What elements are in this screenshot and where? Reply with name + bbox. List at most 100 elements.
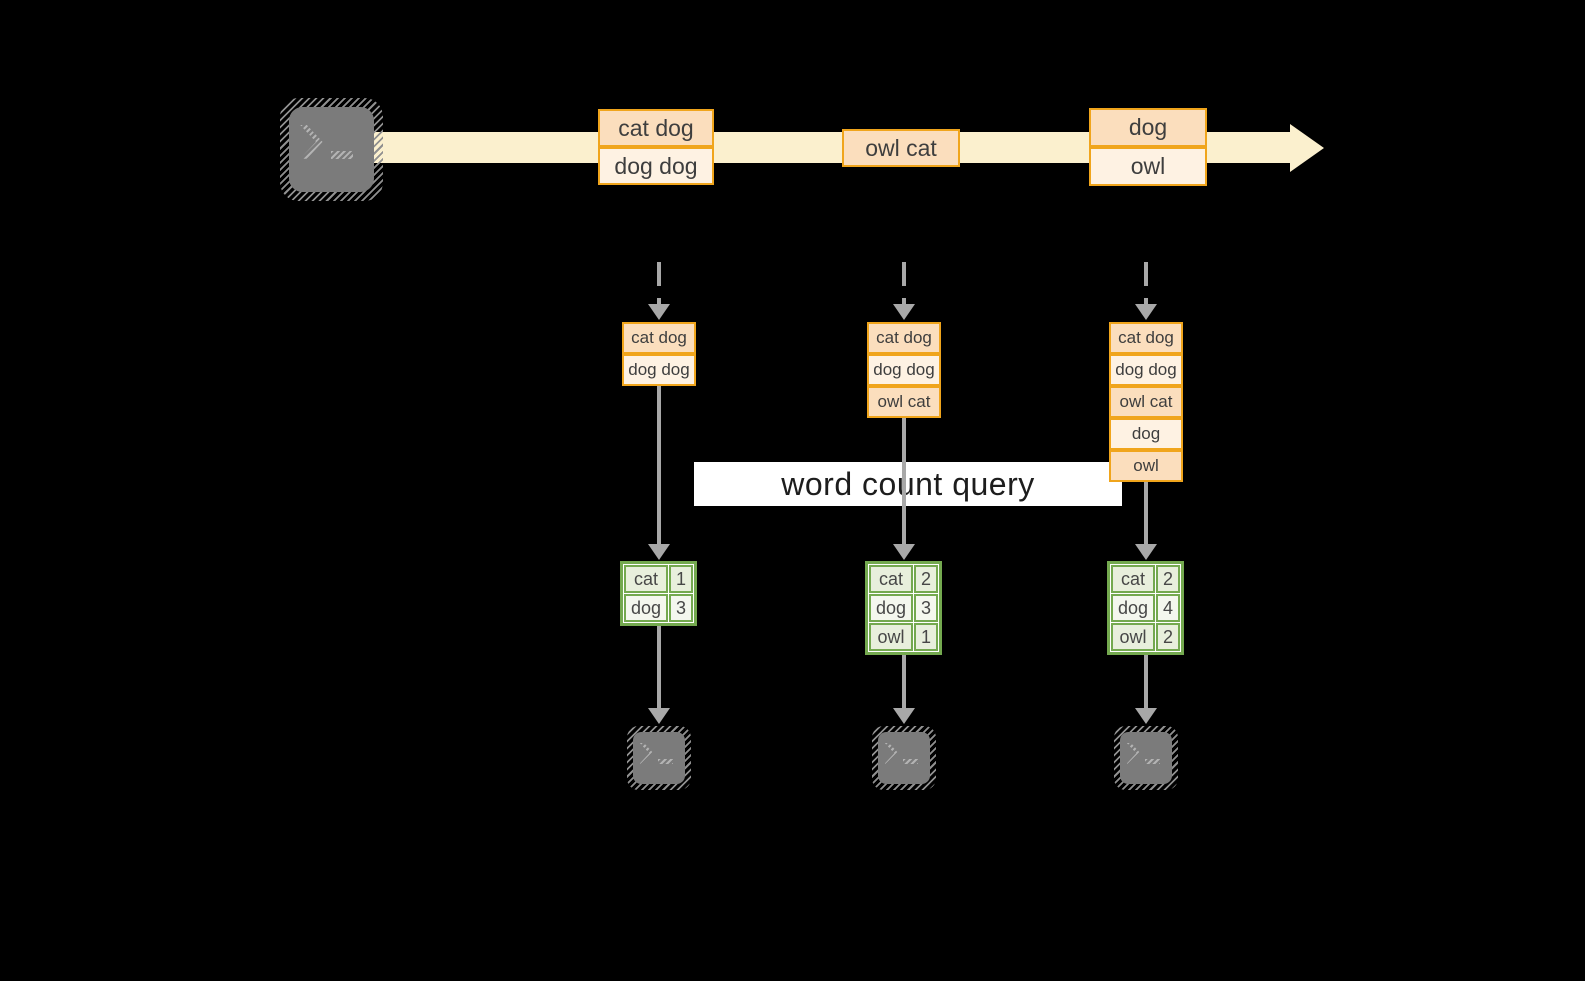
stream-event-text: owl cat (865, 134, 937, 161)
count-value-label: 2 (920, 568, 931, 589)
terminal-body (877, 731, 931, 785)
count-value-cell: 2 (914, 565, 938, 593)
stream-event-text: dog (1128, 114, 1168, 140)
ingest-dashed-arrow (657, 262, 661, 304)
stream-event-box: cat dog dog dog (598, 109, 714, 185)
count-value-cell: 1 (669, 565, 693, 593)
arrow-head-icon (893, 304, 915, 320)
stream-event-cell: dog (1089, 108, 1207, 147)
count-word-cell: dog (1111, 594, 1155, 622)
state-buffer-cell: dog dog (867, 354, 941, 386)
count-word-label: dog (1117, 597, 1149, 618)
sink-terminal-icon (1114, 726, 1178, 790)
count-word-cell: dog (869, 594, 913, 622)
query-flow-arrow (1144, 482, 1148, 544)
count-value-cell: 3 (669, 594, 693, 622)
output-flow-arrow (657, 626, 661, 708)
count-value-label: 3 (920, 597, 931, 618)
state-buffer-text: dog dog (1115, 360, 1177, 379)
query-flow-arrow (902, 418, 906, 544)
stream-event-text: dog dog (614, 152, 698, 179)
count-word-cell: cat (869, 565, 913, 593)
state-buffer-cell: dog (1109, 418, 1183, 450)
stream-event-text: owl (1130, 153, 1166, 179)
sink-terminal-icon (872, 726, 936, 790)
state-buffer-box: cat dog dog dog (622, 322, 696, 386)
ingest-dashed-arrow (902, 262, 906, 304)
count-word-label: dog (630, 597, 662, 618)
arrow-head-icon (1135, 708, 1157, 724)
count-word-cell: owl (1111, 623, 1155, 651)
state-buffer-cell: cat dog (622, 322, 696, 354)
state-buffer-text: cat dog (1118, 328, 1174, 347)
count-word-cell: cat (1111, 565, 1155, 593)
terminal-underscore-icon (903, 759, 918, 764)
stream-event-text: cat dog (618, 114, 694, 141)
state-buffer-cell: cat dog (867, 322, 941, 354)
count-word-label: dog (875, 597, 907, 618)
count-value-cell: 4 (1156, 594, 1180, 622)
stream-arrowhead-icon (1290, 123, 1324, 172)
count-value-label: 1 (920, 626, 931, 647)
count-word-cell: owl (869, 623, 913, 651)
count-value-label: 1 (675, 568, 686, 589)
terminal-body (289, 107, 374, 192)
state-buffer-cell: dog dog (1109, 354, 1183, 386)
output-flow-arrow (1144, 655, 1148, 708)
sink-terminal-icon (627, 726, 691, 790)
stream-event-cell: cat dog (598, 109, 714, 147)
word-count-query-label: word count query (781, 465, 1035, 502)
state-buffer-cell: dog dog (622, 354, 696, 386)
count-word-cell: cat (624, 565, 668, 593)
state-buffer-cell: owl cat (867, 386, 941, 418)
count-word-cell: dog (624, 594, 668, 622)
state-buffer-text: owl (1133, 456, 1159, 475)
query-flow-arrow (657, 386, 661, 544)
count-value-cell: 1 (914, 623, 938, 651)
count-word-label: cat (1120, 568, 1145, 589)
terminal-underscore-icon (658, 759, 673, 764)
terminal-prompt-icon (639, 742, 654, 764)
state-buffer-text: owl cat (877, 392, 931, 411)
terminal-underscore-icon (1145, 759, 1160, 764)
state-buffer-box: cat dog dog dog owl cat dog owl (1109, 322, 1183, 482)
state-buffer-text: cat dog (876, 328, 932, 347)
terminal-prompt-icon (300, 125, 323, 159)
count-word-label: cat (878, 568, 903, 589)
state-buffer-text: dog dog (873, 360, 935, 379)
state-buffer-box: cat dog dog dog owl cat (867, 322, 941, 418)
arrow-head-icon (893, 544, 915, 560)
arrow-head-icon (648, 544, 670, 560)
stream-event-cell: owl (1089, 147, 1207, 186)
state-buffer-text: dog (1131, 424, 1161, 443)
count-value-label: 2 (1162, 568, 1173, 589)
stream-event-box: dog owl (1089, 108, 1207, 186)
state-buffer-cell: owl (1109, 450, 1183, 482)
terminal-body (1119, 731, 1173, 785)
count-value-label: 2 (1162, 626, 1173, 647)
source-terminal-icon (280, 98, 383, 201)
count-word-label: cat (633, 568, 658, 589)
state-buffer-cell: cat dog (1109, 322, 1183, 354)
count-value-cell: 3 (914, 594, 938, 622)
count-value-label: 3 (675, 597, 686, 618)
terminal-prompt-icon (1126, 742, 1141, 764)
arrow-head-icon (648, 708, 670, 724)
arrow-head-icon (648, 304, 670, 320)
terminal-prompt-icon (884, 742, 899, 764)
arrow-head-icon (893, 708, 915, 724)
word-count-table: cat 1 dog 3 (620, 561, 697, 626)
state-buffer-cell: owl cat (1109, 386, 1183, 418)
word-count-query-box: word count query (694, 462, 1122, 506)
count-value-cell: 2 (1156, 565, 1180, 593)
arrow-head-icon (1135, 544, 1157, 560)
terminal-body (632, 731, 686, 785)
terminal-underscore-icon (330, 151, 354, 159)
stream-event-box: owl cat (842, 129, 960, 167)
output-flow-arrow (902, 655, 906, 708)
stream-event-cell: owl cat (842, 129, 960, 167)
state-buffer-text: dog dog (628, 360, 690, 379)
state-buffer-text: cat dog (631, 328, 687, 347)
